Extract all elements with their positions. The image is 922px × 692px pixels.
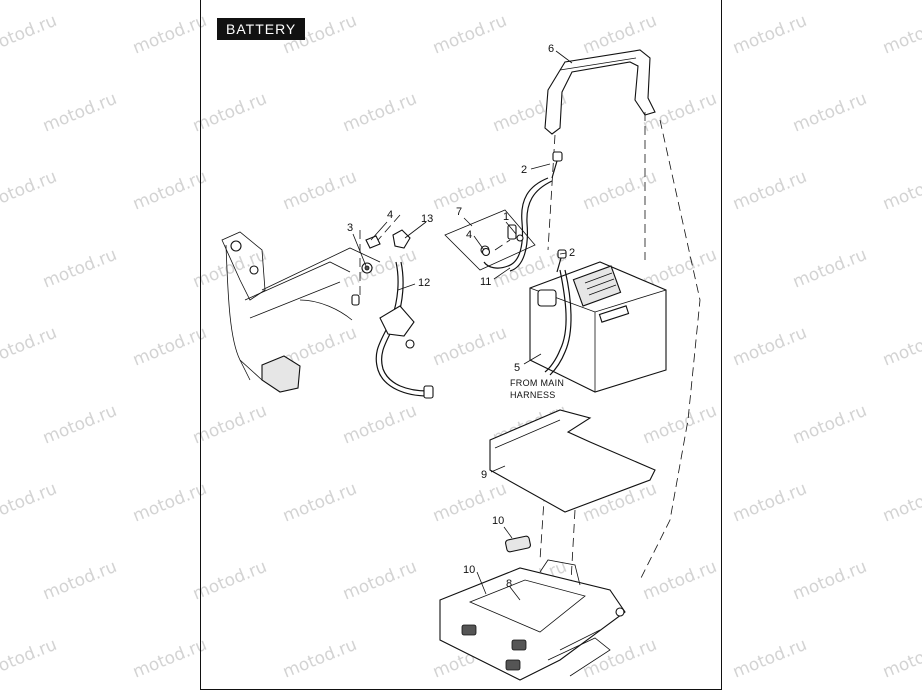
- nut-washer-pair: [481, 247, 491, 257]
- callout-7: 7: [456, 206, 462, 218]
- callout-4-lower: 4: [466, 229, 472, 241]
- callout-8: 8: [506, 578, 512, 590]
- callout-6: 6: [548, 43, 554, 55]
- harness-note: FROM MAIN HARNESS: [510, 378, 564, 400]
- callout-3: 3: [347, 222, 353, 234]
- battery-pad: [489, 409, 656, 513]
- diagram-frame: [200, 0, 722, 690]
- callout-labels: 6 2 2 3 4 13 7 1 4 11 12 5 9 10 10 8: [347, 43, 575, 590]
- callout-leaders: [352, 50, 573, 601]
- junction-plate: [444, 209, 536, 271]
- battery: [529, 261, 667, 393]
- callout-4-upper: 4: [387, 209, 393, 221]
- callout-10-lower: 10: [463, 564, 475, 576]
- battery-tray: [439, 559, 626, 681]
- callout-9: 9: [481, 469, 487, 481]
- spacer-upper: [505, 535, 531, 553]
- callout-5: 5: [514, 362, 520, 374]
- negative-cable: [375, 261, 434, 399]
- frame-ground-fasteners: [351, 229, 411, 306]
- callout-2-lower: 2: [569, 247, 575, 259]
- callout-13: 13: [421, 213, 433, 225]
- callout-11: 11: [480, 276, 491, 288]
- callout-1: 1: [503, 211, 509, 223]
- positive-cable: [483, 177, 553, 272]
- battery-strap: [544, 49, 656, 135]
- callout-10-upper: 10: [492, 515, 504, 527]
- harness-note-line1: FROM MAIN: [510, 378, 564, 388]
- frame-section: [221, 231, 381, 393]
- bolt-upper: [551, 151, 563, 179]
- callout-2-upper: 2: [521, 164, 527, 176]
- diagram-title: BATTERY: [217, 18, 306, 40]
- harness-note-line2: HARNESS: [510, 390, 556, 400]
- callout-12: 12: [418, 277, 430, 289]
